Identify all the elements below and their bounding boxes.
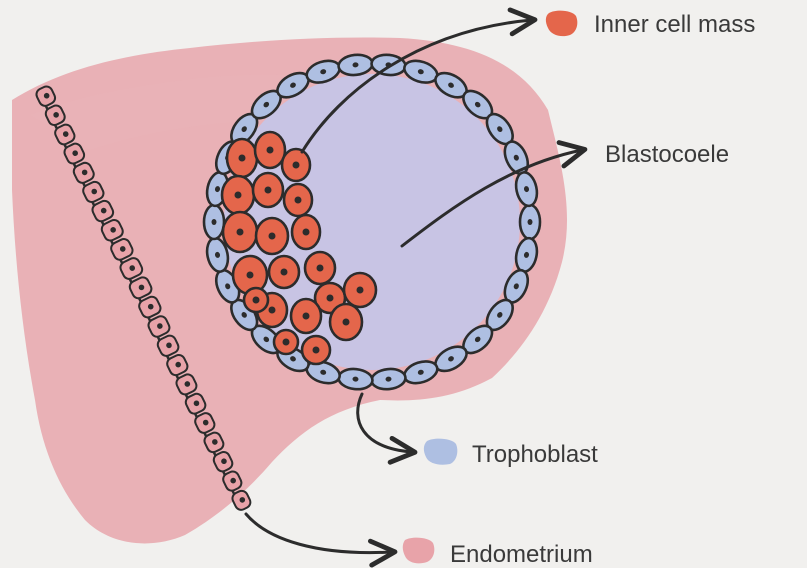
label-endometrium: Endometrium xyxy=(450,541,593,568)
inner-cell xyxy=(302,336,330,364)
label-inner-cell-mass: Inner cell mass xyxy=(594,11,755,38)
inner-cell xyxy=(291,299,321,333)
blastocyst xyxy=(204,53,540,391)
label-trophoblast: Trophoblast xyxy=(472,441,598,468)
inner-cell xyxy=(284,184,312,216)
inner-cell xyxy=(330,304,362,340)
pink-blob-swatch-icon xyxy=(403,538,435,564)
inner-cell xyxy=(244,288,268,312)
inner-cell xyxy=(255,132,285,168)
inner-cell xyxy=(222,176,254,214)
trophoblast-cell xyxy=(204,205,224,239)
inner-cell xyxy=(223,212,257,252)
inner-cell xyxy=(305,252,335,284)
inner-cell xyxy=(274,330,298,354)
trophoblast-cell xyxy=(520,205,540,239)
inner-cell xyxy=(253,173,283,207)
inner-cell xyxy=(269,256,299,288)
inner-cell xyxy=(227,139,257,177)
inner-cell xyxy=(292,215,320,249)
arrow-endometrium xyxy=(246,514,392,553)
orange-blob-swatch-icon xyxy=(546,11,577,37)
label-blastocoele: Blastocoele xyxy=(605,141,729,168)
inner-cell xyxy=(282,149,310,181)
blue-blob-swatch-icon xyxy=(424,439,457,465)
inner-cell xyxy=(344,273,376,307)
inner-cell xyxy=(256,218,288,254)
